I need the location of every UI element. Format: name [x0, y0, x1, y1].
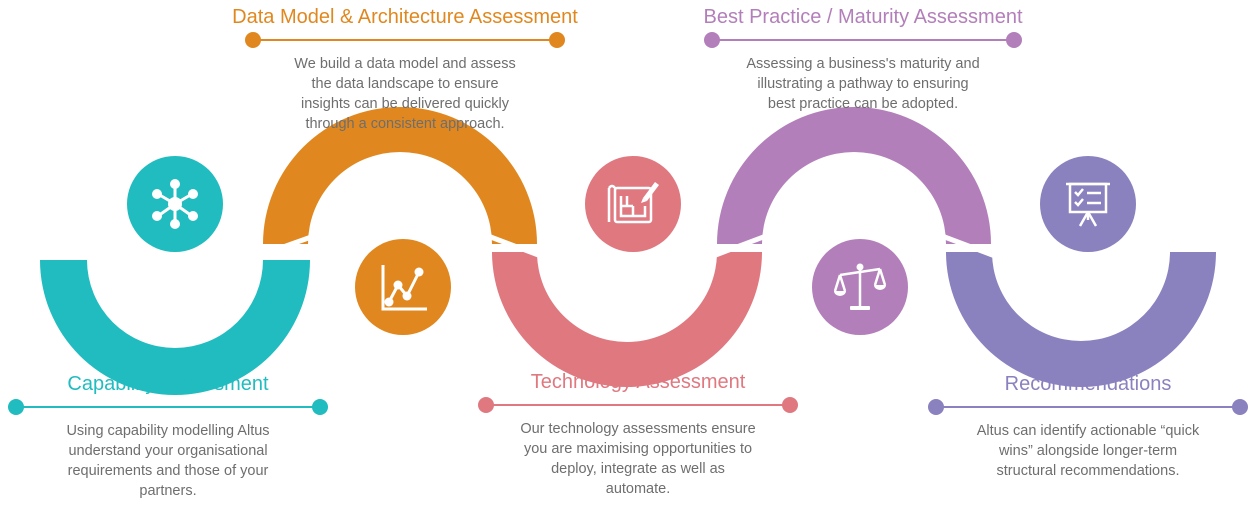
- data-model-icon-circle: [355, 239, 451, 335]
- technology-divider: [478, 397, 798, 413]
- data-model-description: We build a data model and assess the dat…: [294, 56, 516, 132]
- data-model-title: Data Model & Architecture Assessment: [232, 6, 578, 28]
- maturity-icon-circle: [812, 239, 908, 335]
- capability-icon-circle: [127, 156, 223, 252]
- technology-block: Technology Assessment Our technology ass…: [478, 370, 798, 499]
- data-model-block: Data Model & Architecture Assessment We …: [205, 5, 605, 134]
- wave-segment-capability: [40, 260, 310, 395]
- balance-scale-icon: [833, 263, 887, 310]
- capability-divider: [8, 399, 328, 415]
- recommendations-icon-circle: [1040, 156, 1136, 252]
- wave-segment-technology: [492, 252, 762, 387]
- blueprint-pencil-icon: [607, 182, 659, 224]
- data-model-divider: [245, 32, 565, 48]
- recommendations-title: Recommendations: [1004, 373, 1172, 395]
- maturity-title: Best Practice / Maturity Assessment: [703, 6, 1023, 28]
- maturity-block: Best Practice / Maturity Assessment Asse…: [663, 5, 1063, 114]
- line-chart-icon: [381, 265, 427, 311]
- presentation-board-icon: [1066, 182, 1110, 227]
- wave-segment-data-model: [263, 107, 537, 244]
- recommendations-block: Recommendations Altus can identify actio…: [928, 372, 1248, 481]
- technology-title: Technology Assessment: [530, 371, 746, 393]
- capability-description: Using capability modelling Altus underst…: [66, 423, 270, 499]
- capability-title: Capability Assessment: [67, 373, 269, 395]
- wave-segment-recommendations: [946, 252, 1216, 387]
- recommendations-description: Altus can identify actionable “quick win…: [976, 423, 1200, 479]
- capability-block: Capability Assessment Using capability m…: [8, 372, 328, 501]
- network-nodes-icon: [152, 179, 198, 229]
- technology-icon-circle: [585, 156, 681, 252]
- wave-segment-maturity: [717, 107, 991, 244]
- maturity-description: Assessing a business's maturity and illu…: [746, 56, 980, 112]
- recommendations-divider: [928, 399, 1248, 415]
- technology-description: Our technology assessments ensure you ar…: [520, 421, 756, 497]
- maturity-divider: [704, 32, 1022, 48]
